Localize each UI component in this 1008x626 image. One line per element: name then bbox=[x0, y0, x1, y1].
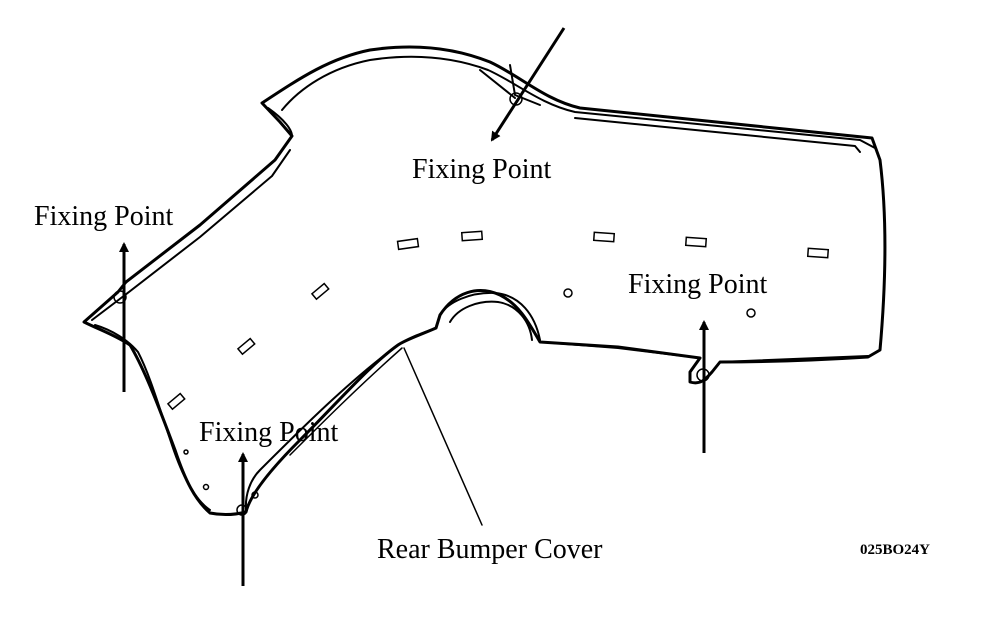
arrow-top bbox=[490, 27, 566, 142]
figure-code: 025BO24Y bbox=[860, 542, 931, 558]
bumper-cover-outline bbox=[82, 45, 887, 526]
fixing-point-label-left: Fixing Point bbox=[34, 201, 174, 232]
fixing-point-label-bottom: Fixing Point bbox=[199, 417, 339, 448]
fixing-point-arrows bbox=[119, 27, 709, 586]
fixing-point-label-top: Fixing Point bbox=[412, 154, 552, 185]
rear-bumper-cover-label: Rear Bumper Cover bbox=[377, 534, 603, 565]
fixing-point-label-right: Fixing Point bbox=[628, 269, 768, 300]
slot-holes bbox=[113, 92, 830, 516]
